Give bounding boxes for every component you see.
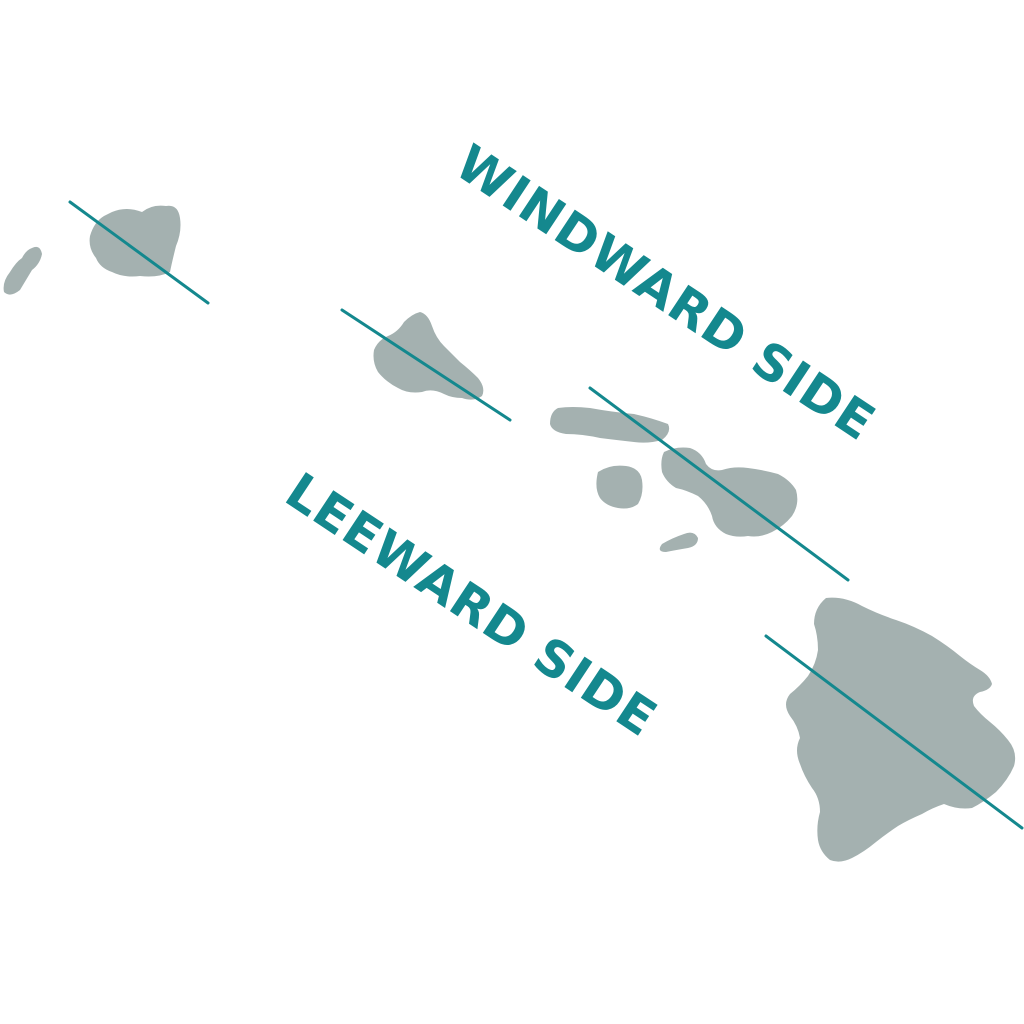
divider-line-oahu <box>340 308 512 422</box>
island-kahoolawe <box>659 532 698 552</box>
island-hawaii <box>786 597 1016 862</box>
divider-line-hawaii <box>764 634 1024 830</box>
island-lanai <box>596 465 643 509</box>
windward-side-label: WINDWARD SIDE <box>445 134 885 452</box>
island-niihau <box>3 246 43 295</box>
island-kauai <box>89 205 181 277</box>
divider-line-kauai <box>68 200 210 305</box>
island-molokai <box>550 407 670 443</box>
island-oahu <box>373 312 484 400</box>
divider-line-maui-nui <box>588 386 850 582</box>
